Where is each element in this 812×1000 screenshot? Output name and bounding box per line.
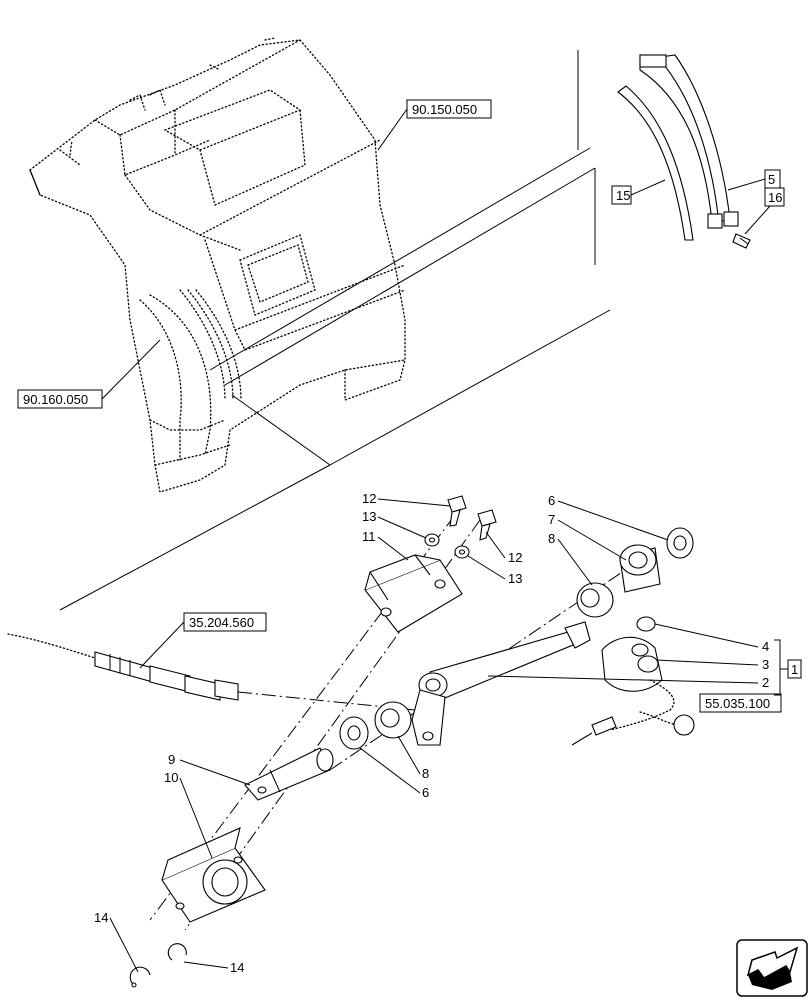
screw-16 bbox=[732, 233, 751, 249]
ref-harness-label: 55.035.100 bbox=[705, 696, 770, 711]
washer-13-b bbox=[454, 545, 470, 559]
callout-15: 15 bbox=[611, 185, 632, 205]
cab-fender-assembly bbox=[29, 37, 406, 493]
ref-cab-box[interactable]: 90.150.050 bbox=[406, 99, 492, 119]
washer-13-a bbox=[424, 533, 440, 547]
svg-text:14: 14 bbox=[94, 910, 108, 925]
knob-3 bbox=[601, 636, 663, 692]
bolt-12-b bbox=[477, 509, 497, 541]
svg-text:1: 1 bbox=[791, 662, 798, 677]
washer-6-right bbox=[666, 527, 694, 559]
next-page-arrow-icon[interactable] bbox=[736, 939, 808, 997]
wire-harness bbox=[571, 679, 695, 746]
ref-harness-box[interactable]: 55.035.100 bbox=[699, 693, 782, 713]
svg-text:14: 14 bbox=[230, 960, 244, 975]
bolt-12-a bbox=[447, 495, 467, 527]
detail-frame bbox=[59, 50, 611, 611]
washer-6-left bbox=[339, 716, 369, 750]
svg-text:5: 5 bbox=[768, 172, 775, 187]
ref-cable-box[interactable]: 35.204.560 bbox=[183, 612, 267, 632]
svg-text:13: 13 bbox=[508, 571, 522, 586]
callout-16: 16 bbox=[764, 187, 785, 207]
ref-fender-box[interactable]: 90.160.050 bbox=[17, 389, 103, 409]
ref-fender-label: 90.160.050 bbox=[23, 392, 88, 407]
svg-text:8: 8 bbox=[548, 531, 555, 546]
seal-rail-5 bbox=[639, 54, 739, 229]
circlip-14-right bbox=[167, 943, 187, 961]
ref-cable-label: 35.204.560 bbox=[189, 615, 254, 630]
svg-text:4: 4 bbox=[762, 639, 769, 654]
sleeve-7 bbox=[619, 544, 661, 593]
callouts: 12 13 11 12 13 6 7 8 4 3 2 1 8 6 9 10 14 bbox=[94, 491, 802, 975]
lever-2 bbox=[411, 621, 591, 746]
pin-9 bbox=[244, 747, 334, 801]
svg-text:11: 11 bbox=[362, 529, 376, 544]
circlip-14-left bbox=[129, 966, 151, 988]
bushing-8-left bbox=[374, 701, 412, 739]
svg-text:16: 16 bbox=[768, 190, 782, 205]
svg-text:10: 10 bbox=[164, 770, 178, 785]
clamp-11 bbox=[364, 554, 463, 633]
svg-text:13: 13 bbox=[362, 509, 376, 524]
control-cable bbox=[7, 633, 239, 701]
svg-text:6: 6 bbox=[422, 785, 429, 800]
svg-text:12: 12 bbox=[508, 550, 522, 565]
callout-5: 5 bbox=[764, 169, 781, 189]
svg-text:6: 6 bbox=[548, 493, 555, 508]
holder-10 bbox=[161, 827, 266, 923]
seal-strip-15 bbox=[617, 85, 694, 241]
svg-text:12: 12 bbox=[362, 491, 376, 506]
svg-text:9: 9 bbox=[168, 752, 175, 767]
svg-text:7: 7 bbox=[548, 512, 555, 527]
svg-text:15: 15 bbox=[616, 188, 630, 203]
svg-text:8: 8 bbox=[422, 766, 429, 781]
insert-4 bbox=[636, 616, 656, 632]
bushing-8-right bbox=[576, 582, 614, 618]
svg-text:2: 2 bbox=[762, 675, 769, 690]
svg-text:3: 3 bbox=[762, 657, 769, 672]
ref-cab-label: 90.150.050 bbox=[412, 102, 477, 117]
